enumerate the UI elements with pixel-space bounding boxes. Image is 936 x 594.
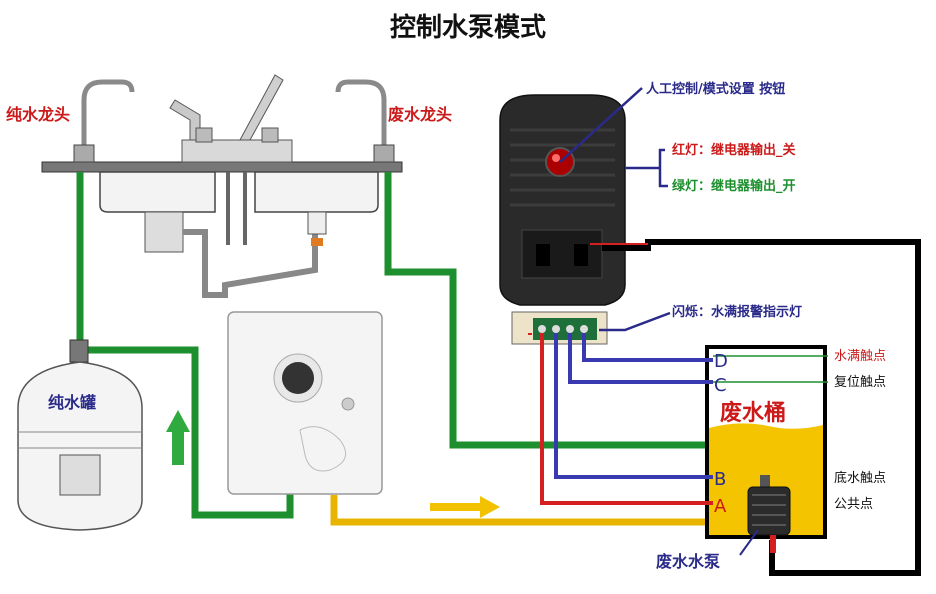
pump-cable-red [770,535,776,553]
button-highlight [552,154,560,162]
flow-arrow-right-icon [430,496,500,518]
pure-water-pipe-to-filter [80,346,294,519]
waste-bucket-label: 废水桶 [720,400,786,426]
pure-faucet-neck [81,79,135,150]
socket-slot-left [536,244,550,266]
leader-lights-bracket [625,148,668,188]
pump-grille [752,494,786,526]
pump-outlet [760,475,770,489]
common-point-label: 公共点 [834,497,873,512]
leader-flash [599,311,671,332]
probe-c-letter: C [714,375,727,396]
purifier-flower-decal [299,426,347,472]
reset-contact-label: 复位触点 [834,375,886,390]
waste-faucet-neck [335,79,387,150]
mixer-knob-left [195,127,213,143]
pure-faucet-base [73,144,95,163]
pure-faucet-label: 纯水龙头 [6,105,70,124]
wire-b-blue [554,333,713,479]
pump-body [747,486,791,536]
wire-a-red [540,333,713,505]
sink-basin-right [254,171,379,213]
power-cord [602,239,921,576]
flash-annotation: 闪烁：水满报警指示灯 [672,304,802,320]
pure-water-tank [17,339,143,531]
leader-button [559,87,643,163]
purifier-body [227,311,383,495]
waste-faucet-label: 废水龙头 [388,105,452,124]
waste-faucet-base [373,144,395,163]
drain-pipe [183,229,318,298]
probe-b-letter: B [714,469,726,490]
socket-slot-right [574,244,588,266]
mixer-spout [169,99,201,141]
pure-tank-label: 纯水罐 [48,393,96,412]
terminal-strip [533,318,597,340]
sink-basin-left [99,171,216,213]
diagram-title: 控制水泵模式 [390,13,546,43]
green-light-annotation: 绿灯：继电器输出_开 [672,178,796,194]
leader-pump [739,529,759,556]
probe-d-letter: D [714,351,728,372]
tank-valve [69,339,89,363]
wire-d-blue [582,333,713,362]
terminal-screw-2 [552,325,560,333]
countertop [41,161,403,173]
sink-assembly [41,74,403,298]
button-annotation: 人工控制/模式设置 按钮 [646,81,785,97]
bottom-contact-label: 底水触点 [834,470,886,486]
sink-drain-trap [144,211,184,253]
probe-a-letter: A [714,496,727,517]
purifier-indicator [341,397,355,411]
mixer-knob-right [261,127,279,143]
water-purifier-unit [227,311,383,495]
yellow-drain-pipe [330,495,764,526]
mixer-lever [239,74,284,141]
terminal-screw-3 [566,325,574,333]
controller-socket [521,229,603,279]
terminal-screw-4 [580,325,588,333]
mixer-base [181,139,293,163]
drain-fitting [307,211,327,235]
waste-pump-label: 废水水泵 [656,552,720,571]
purifier-display [282,362,314,394]
terminal-screw-1 [538,325,546,333]
tank-stand-window [59,454,101,496]
waste-pump [747,475,791,553]
tank-body [17,361,143,531]
red-light-annotation: 红灯：继电器输出_关 [672,142,796,158]
flow-arrow-up-icon [166,410,190,465]
control-wires [528,333,713,505]
pump-controller [499,94,626,345]
leader-lines [559,87,671,332]
wire-c-blue [568,333,713,384]
drain-clamp [311,238,323,246]
full-contact-label: 水满触点 [834,349,886,364]
